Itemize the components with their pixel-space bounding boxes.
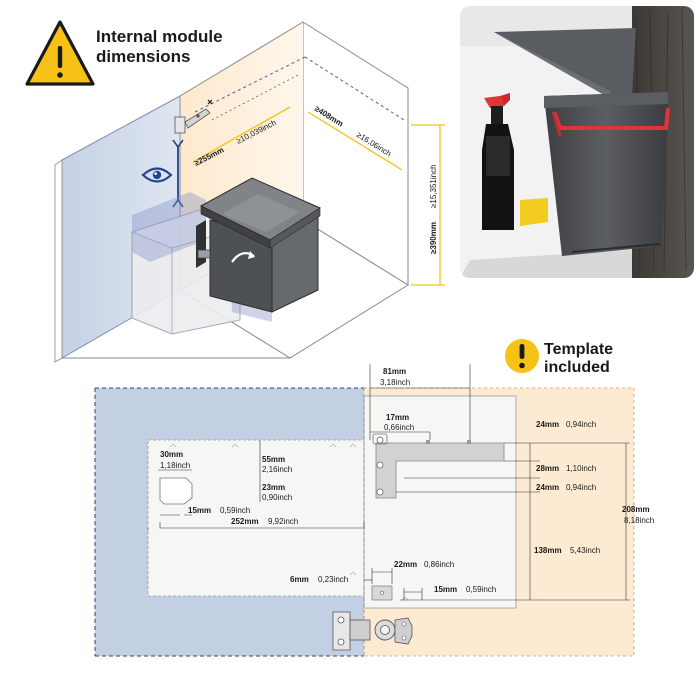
hinge-icon <box>332 611 413 651</box>
dim-30-mm: 30mm <box>160 450 183 459</box>
iso-height-mm: ≥390mm <box>429 222 438 254</box>
iso-hinge-bracket <box>174 99 213 134</box>
dim-28-inch: 1,10inch <box>566 464 596 473</box>
photo-bin <box>544 92 670 256</box>
dim-252-mm: 252mm <box>231 517 259 526</box>
iso-module-bin <box>196 177 322 313</box>
mounting-template: 81mm 3,18inch 17mm 0,66inch 30mm 1,18inc… <box>94 364 654 657</box>
warning-triangle-icon <box>25 20 95 86</box>
dim-55-mm: 55mm <box>262 455 285 464</box>
dim-208-mm: 208mm <box>622 505 650 514</box>
template-title-line1: Template <box>544 341 613 358</box>
dim-15b-mm: 15mm <box>434 585 457 594</box>
eye-icon <box>141 167 173 183</box>
dim-15b-inch: 0,59inch <box>466 585 496 594</box>
dim-24a-mm: 24mm <box>536 420 559 429</box>
dim-81-inch: 3,18inch <box>380 378 410 387</box>
dim-55-inch: 2,16inch <box>262 465 292 474</box>
iso-height-inch: ≥15,351inch <box>429 164 438 208</box>
dim-22-inch: 0,86inch <box>424 560 454 569</box>
dim-81-mm: 81mm <box>383 367 406 376</box>
rotate-arrow-icon <box>231 251 255 263</box>
dim-6-inch: 0,23inch <box>318 575 348 584</box>
warning-title-line2: dimensions <box>96 47 190 66</box>
dim-252-inch: 9,92inch <box>268 517 298 526</box>
isometric-cabinet: ≥255mm ≥10,039inch ≥408mm ≥16,06inch ≥39… <box>54 21 445 363</box>
dim-24a-inch: 0,94inch <box>566 420 596 429</box>
dim-24b-inch: 0,94inch <box>566 483 596 492</box>
dim-138-inch: 5,43inch <box>570 546 600 555</box>
photo-bin-lid <box>494 28 636 96</box>
template-title-line2: included <box>544 359 610 376</box>
exclamation-circle-icon <box>505 339 539 373</box>
dim-17-mm: 17mm <box>386 413 409 422</box>
template-labels: 81mm 3,18inch 17mm 0,66inch 30mm 1,18inc… <box>160 367 654 594</box>
dim-23-mm: 23mm <box>262 483 285 492</box>
product-photo <box>460 6 694 278</box>
dim-15a-inch: 0,59inch <box>220 506 250 515</box>
dim-28-mm: 28mm <box>536 464 559 473</box>
dim-24b-mm: 24mm <box>536 483 559 492</box>
dim-17-inch: 0,66inch <box>384 423 414 432</box>
template-header: Template included <box>505 339 613 376</box>
dim-15a-mm: 15mm <box>188 506 211 515</box>
dim-208-inch: 8,18inch <box>624 516 654 525</box>
warning-title-line1: Internal module <box>96 27 223 46</box>
template-dimension-lines <box>147 364 630 601</box>
spray-bottle <box>482 93 514 230</box>
dim-22-mm: 22mm <box>394 560 417 569</box>
dim-6-mm: 6mm <box>290 575 309 584</box>
dim-23-inch: 0,90inch <box>262 493 292 502</box>
dim-138-mm: 138mm <box>534 546 562 555</box>
warning-header: Internal module dimensions <box>25 20 223 86</box>
dim-30-inch: 1,18inch <box>160 461 190 470</box>
